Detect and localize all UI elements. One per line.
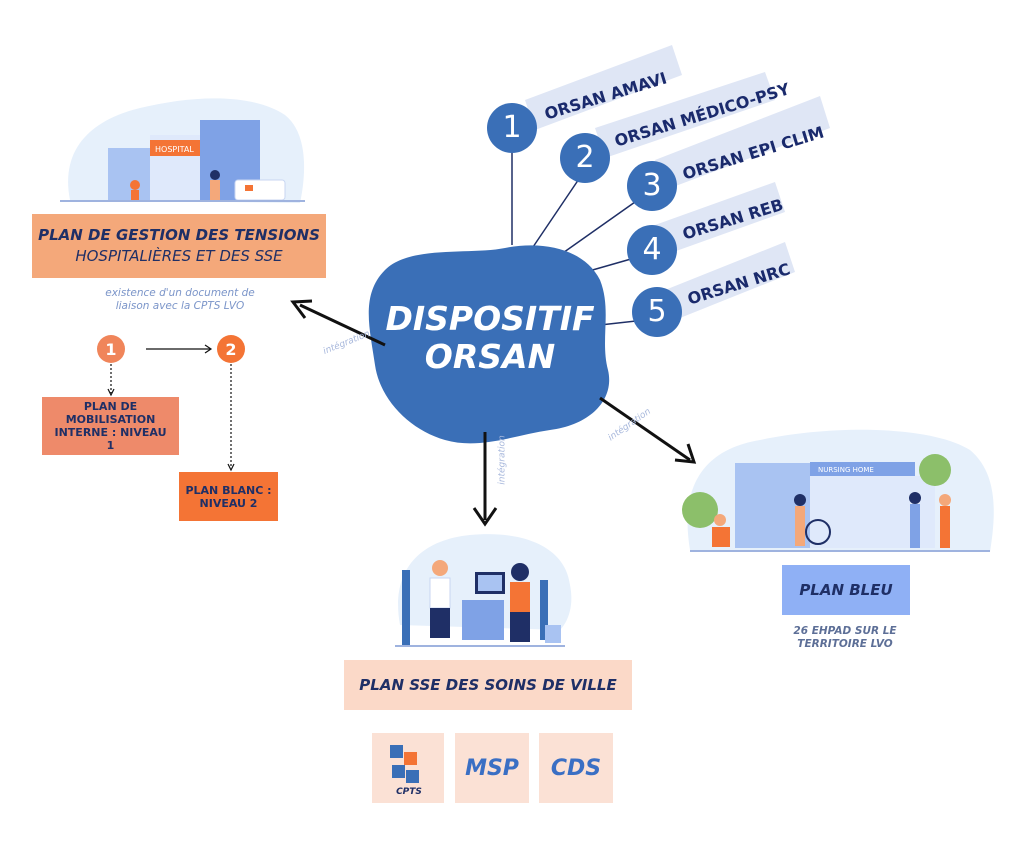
band-2 bbox=[595, 72, 775, 158]
step-1-box: PLAN DE MOBILISATION INTERNE : NIVEAU 1 bbox=[42, 397, 179, 455]
orsan-number-4: 4 bbox=[642, 232, 662, 267]
tile-cds: CDS bbox=[539, 733, 613, 803]
hospital-plan-title: PLAN DE GESTION DES TENSIONS bbox=[38, 226, 320, 244]
step-2-circle: 2 bbox=[217, 335, 245, 363]
step-1-circle: 1 bbox=[97, 335, 125, 363]
hospital-illustration: HOSPITAL bbox=[60, 98, 305, 203]
cpts-logo bbox=[372, 733, 444, 803]
band-4 bbox=[655, 182, 785, 255]
orsan-number-3: 3 bbox=[642, 168, 662, 203]
orsan-number-2: 2 bbox=[575, 140, 595, 175]
hospital-plan-box: PLAN DE GESTION DES TENSIONS HOSPITALIÈR… bbox=[32, 214, 326, 278]
band-3 bbox=[655, 96, 830, 190]
step-2-box: PLAN BLANC : NIVEAU 2 bbox=[179, 472, 278, 521]
arrow-to-bleu bbox=[599, 396, 691, 462]
hospital-note: existence d'un document de liaison avec … bbox=[105, 287, 255, 312]
central-title-line2: ORSAN bbox=[424, 337, 556, 376]
plan-bleu-box: PLAN BLEU bbox=[782, 565, 910, 615]
orsan-circles bbox=[487, 103, 682, 337]
central-title-line1: DISPOSITIF bbox=[385, 299, 595, 338]
central-title: DISPOSITIF ORSAN bbox=[380, 300, 600, 376]
orsan-number-5: 5 bbox=[647, 294, 667, 329]
hospital-sign: HOSPITAL bbox=[155, 145, 194, 154]
tile-msp: MSP bbox=[455, 733, 529, 803]
nursing-home-illustration: NURSING HOME bbox=[682, 429, 994, 552]
orsan-circle-1 bbox=[487, 103, 537, 153]
band-1 bbox=[525, 45, 682, 130]
ville-plan-box: PLAN SSE DES SOINS DE VILLE bbox=[344, 660, 632, 710]
arrow-to-hospital bbox=[299, 303, 386, 347]
orsan-circle-2 bbox=[560, 133, 610, 183]
doctor-illustration bbox=[395, 534, 572, 647]
connector-2 bbox=[532, 169, 586, 248]
arrows bbox=[290, 299, 697, 527]
orsan-bands bbox=[525, 45, 830, 320]
band-5 bbox=[665, 242, 795, 320]
nursing-home-sign: NURSING HOME bbox=[818, 466, 874, 474]
connector-3 bbox=[559, 194, 646, 256]
orsan-number-1: 1 bbox=[502, 110, 522, 145]
tile-cpts: CPTS bbox=[396, 787, 422, 797]
orsan-circle-4 bbox=[627, 225, 677, 275]
hospital-plan-subtitle: HOSPITALIÈRES ET DES SSE bbox=[75, 247, 283, 265]
central-blob bbox=[368, 245, 610, 444]
integration-label-ville: intégration bbox=[497, 435, 508, 485]
plan-bleu-note: 26 EHPAD SUR LE TERRITOIRE LVO bbox=[793, 625, 897, 650]
step-connectors bbox=[107, 344, 235, 472]
orsan-circle-5 bbox=[632, 287, 682, 337]
orsan-circle-3 bbox=[627, 161, 677, 211]
